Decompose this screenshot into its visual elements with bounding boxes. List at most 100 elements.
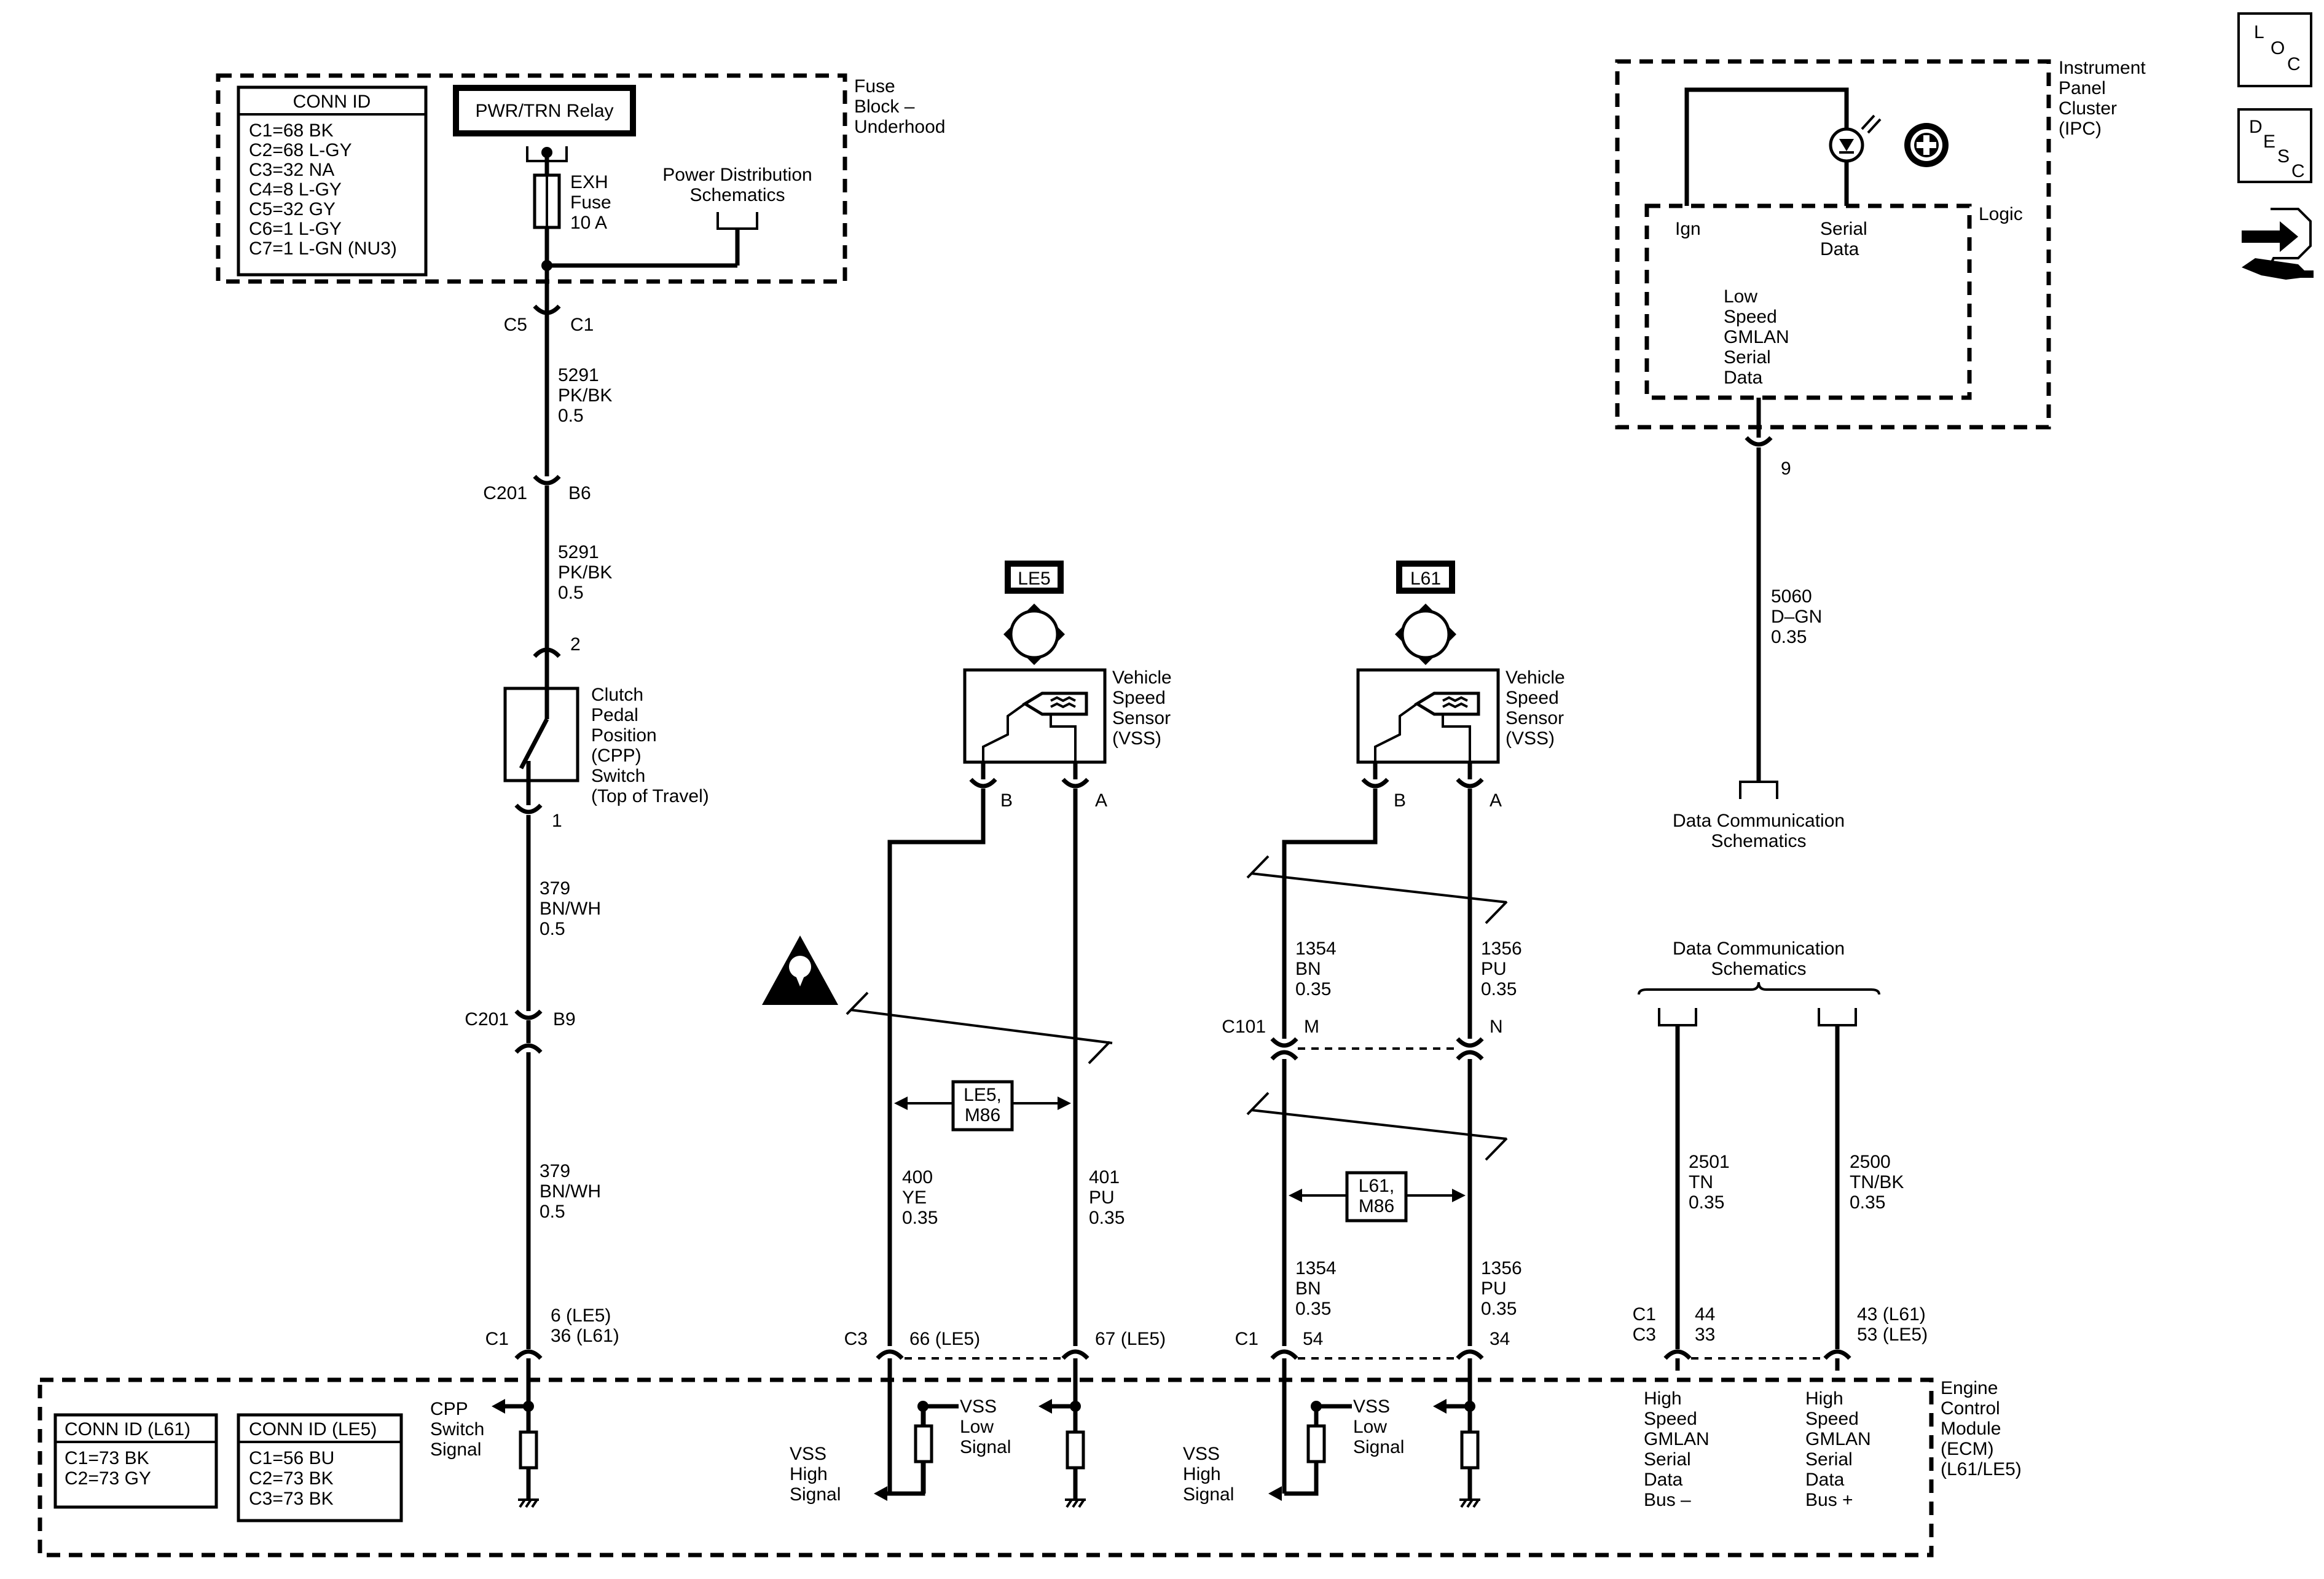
conn-id-row: C2=73 BK	[249, 1468, 334, 1489]
switch-label: Position	[591, 725, 657, 746]
ecm-label: Engine	[1941, 1378, 1998, 1398]
desc-letter: S	[2277, 146, 2290, 167]
loc-letter: L	[2254, 22, 2264, 42]
ecm-pin: 53 (LE5)	[1857, 1325, 1928, 1345]
l61-vss-circuit: L61 Vehicle Speed Sensor (VSS) B A 1354 …	[1222, 561, 1565, 1360]
wire-label: 0.35	[902, 1208, 938, 1228]
switch-pin-1: 1	[552, 811, 562, 831]
wire-label: YE	[902, 1187, 927, 1208]
connector-c201: C201	[465, 1009, 509, 1030]
ign-label: Ign	[1675, 219, 1701, 239]
wire-label: PU	[1089, 1187, 1115, 1208]
ecm-pin: 54	[1303, 1329, 1323, 1349]
sensor-label: Speed	[1112, 688, 1166, 708]
cpp-switch-body	[503, 687, 579, 782]
loc-button[interactable]: L O C	[2237, 12, 2312, 87]
vss-high-label: Signal	[1183, 1484, 1234, 1505]
connector-pin-b9: B9	[553, 1009, 576, 1030]
connector-repair-icon[interactable]	[2242, 208, 2314, 280]
conn-id-row: C3=32 NA	[249, 160, 334, 180]
wire-label: 2501	[1689, 1152, 1730, 1172]
data-comm-label: Schematics	[1711, 959, 1806, 979]
wire-label: 379	[540, 878, 570, 899]
conn-id-title: CONN ID (L61)	[65, 1419, 190, 1439]
ipc-pin-9: 9	[1781, 459, 1791, 479]
ecm-conn-id-le5-table: CONN ID (LE5) C1=56 BU C2=73 BK C3=73 BK	[237, 1413, 403, 1522]
wire-label: 2500	[1850, 1152, 1891, 1172]
wire-label: BN/WH	[540, 899, 601, 919]
conn-id-row: C7=1 L-GN (NU3)	[249, 238, 397, 259]
ecm-conn-id-l61-table: CONN ID (L61) C1=73 BK C2=73 GY	[53, 1413, 218, 1509]
wire-label: 5291	[558, 542, 599, 562]
conn-id-row: C1=68 BK	[249, 120, 334, 141]
gmlan-bus-low-label: Speed	[1644, 1409, 1697, 1429]
ipc-label: Panel	[2059, 78, 2106, 98]
vss-low-label: VSS	[960, 1396, 997, 1417]
gmlan-label: Data	[1724, 368, 1763, 388]
wire-label: 0.35	[1771, 627, 1807, 647]
vss-low-label: Signal	[1353, 1437, 1404, 1457]
sensor-label: Speed	[1505, 688, 1559, 708]
wire-label: 0.35	[1295, 1299, 1331, 1319]
data-comm-label: Data Communication	[1673, 939, 1845, 959]
power-dist-label-2: Schematics	[689, 185, 785, 205]
wire-label: BN	[1295, 1278, 1321, 1299]
gmlan-bus-low-label: GMLAN	[1644, 1429, 1710, 1449]
wire-label: 0.35	[1481, 979, 1517, 999]
sensor-label: Sensor	[1112, 708, 1171, 728]
range-tag-l61-m86	[1345, 1171, 1408, 1223]
ecm-pin: 33	[1695, 1325, 1715, 1345]
range-tag-text: LE5,	[964, 1085, 1002, 1105]
conn-id-row: C1=56 BU	[249, 1448, 334, 1468]
range-tag-text: L61,	[1359, 1176, 1394, 1196]
pwr-trn-relay-box	[453, 85, 636, 136]
wire-label: BN/WH	[540, 1181, 601, 1202]
switch-label: (Top of Travel)	[591, 786, 709, 806]
wire-label: 0.35	[1689, 1192, 1724, 1213]
vss-low-label: Low	[960, 1417, 994, 1437]
wire-label: BN	[1295, 959, 1321, 979]
gmlan-bus-high-label: Bus +	[1805, 1490, 1853, 1510]
ecm-pin: 66 (LE5)	[909, 1329, 980, 1349]
wire-label: PK/BK	[558, 562, 612, 583]
ipc-label: Instrument	[2059, 58, 2146, 78]
gmlan-bus-high-label: Serial	[1805, 1449, 1853, 1470]
gmlan-bus-high-label: GMLAN	[1805, 1429, 1871, 1449]
wire-label: 379	[540, 1161, 570, 1181]
wire-label: 0.35	[1850, 1192, 1885, 1213]
conn-id-row: C1=73 BK	[65, 1448, 149, 1468]
fuse-label-3: 10 A	[570, 213, 607, 233]
connector-c5: C5	[504, 315, 527, 335]
data-comm-label: Data Communication	[1673, 811, 1845, 831]
conn-id-row: C3=73 BK	[249, 1489, 334, 1509]
wire-label: TN/BK	[1850, 1172, 1904, 1192]
ipc-label: (IPC)	[2059, 119, 2102, 139]
wire-label: 0.5	[558, 583, 584, 603]
gmlan-label: Serial	[1724, 347, 1771, 368]
connector-c1: C1	[485, 1329, 509, 1349]
connector-c1: C1	[570, 315, 594, 335]
power-dist-label-1: Power Distribution	[662, 165, 812, 185]
logic-label: Logic	[1979, 204, 2023, 224]
wire-label: 1354	[1295, 1258, 1337, 1278]
desc-button[interactable]: D E S C	[2237, 108, 2312, 183]
ecm-label: Module	[1941, 1419, 2001, 1439]
vss-high-label: VSS	[1183, 1444, 1220, 1464]
le5-vss-circuit: LE5 Vehicle Speed Sensor (VSS) B A	[762, 561, 1172, 1360]
conn-id-row: C2=68 L-GY	[249, 140, 352, 160]
connector-c1: C1	[1633, 1304, 1656, 1325]
conn-id-row: C4=8 L-GY	[249, 179, 342, 200]
vss-high-label: High	[790, 1464, 828, 1484]
serial-data-label: Serial	[1820, 219, 1867, 239]
ecm-label: (L61/LE5)	[1941, 1459, 2022, 1479]
gmlan-label: Low	[1724, 286, 1757, 307]
desc-letter: D	[2249, 117, 2263, 137]
l61-vss-sensor-body	[1356, 668, 1500, 764]
connector-c3: C3	[844, 1329, 868, 1349]
caution-icon	[762, 935, 838, 1005]
le5-vss-sensor-body	[963, 668, 1107, 764]
switch-label: Clutch	[591, 685, 643, 705]
pin-b: B	[1394, 790, 1406, 811]
switch-label: Pedal	[591, 705, 638, 725]
fuse-label-1: EXH	[570, 172, 608, 192]
